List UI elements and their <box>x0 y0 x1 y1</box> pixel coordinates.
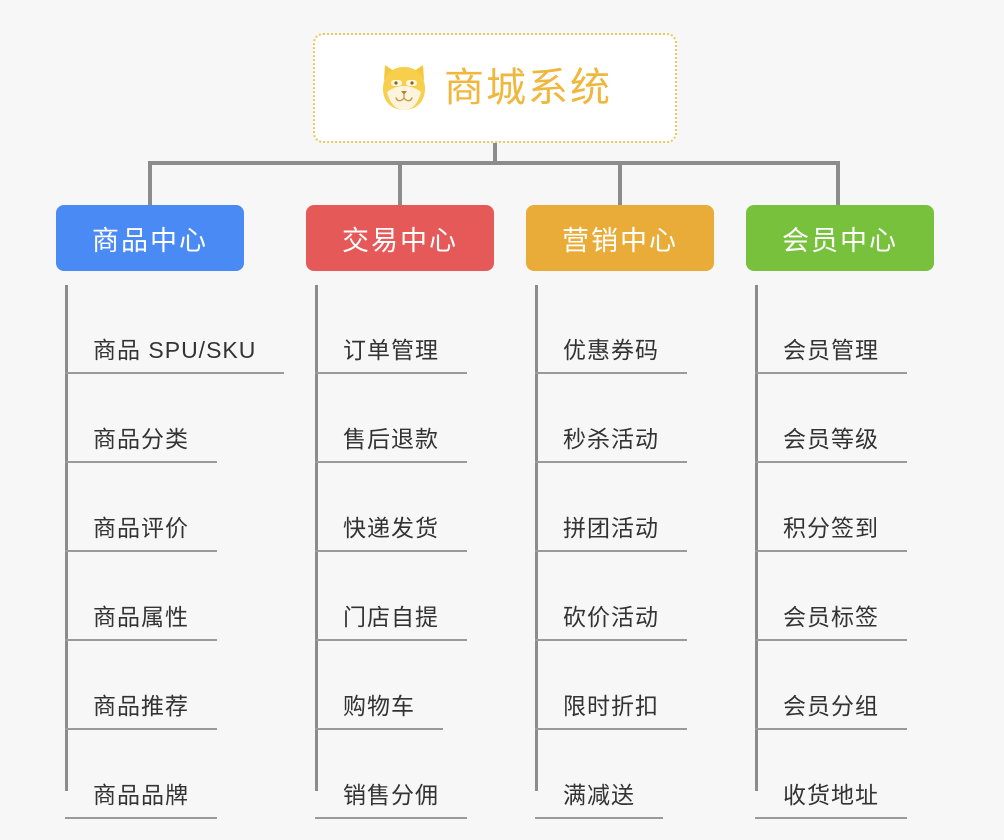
connector-drop-col-2 <box>618 161 622 207</box>
leaf-item[interactable]: 售后退款 <box>306 374 494 463</box>
leaf-list-trade: 订单管理 售后退款 快递发货 门店自提 购物车 销售分佣 <box>306 285 494 819</box>
leaf-item-label: 购物车 <box>315 687 443 730</box>
connector-root-stem <box>493 143 497 165</box>
leaf-item-label: 收货地址 <box>755 776 907 819</box>
category-header-label: 商品中心 <box>92 225 208 256</box>
leaf-item-label: 快递发货 <box>315 509 467 552</box>
branch-column-member: 会员中心 会员管理 会员等级 积分签到 会员标签 会员分组 收货地址 <box>746 205 934 819</box>
leaf-item-label: 会员等级 <box>755 420 907 463</box>
leaf-item[interactable]: 会员管理 <box>746 285 934 374</box>
leaf-item-label: 会员管理 <box>755 331 907 374</box>
category-header-member[interactable]: 会员中心 <box>746 205 934 271</box>
leaf-item-label: 售后退款 <box>315 420 467 463</box>
leaf-item[interactable]: 拼团活动 <box>526 463 714 552</box>
leaf-item[interactable]: 会员标签 <box>746 552 934 641</box>
shiba-dog-icon <box>378 62 430 114</box>
leaf-item[interactable]: 销售分佣 <box>306 730 494 819</box>
leaf-item-label: 商品分类 <box>65 420 217 463</box>
leaf-item[interactable]: 秒杀活动 <box>526 374 714 463</box>
leaf-item-label: 秒杀活动 <box>535 420 687 463</box>
leaf-item[interactable]: 商品品牌 <box>56 730 244 819</box>
category-header-label: 营销中心 <box>562 225 678 256</box>
connector-drop-col-0 <box>148 161 152 207</box>
leaf-item[interactable]: 积分签到 <box>746 463 934 552</box>
leaf-item[interactable]: 收货地址 <box>746 730 934 819</box>
leaf-item-label: 商品评价 <box>65 509 217 552</box>
leaf-item-label: 商品 SPU/SKU <box>65 331 285 374</box>
leaf-list-member: 会员管理 会员等级 积分签到 会员标签 会员分组 收货地址 <box>746 285 934 819</box>
branch-column-product: 商品中心 商品 SPU/SKU 商品分类 商品评价 商品属性 商品推荐 商品品牌 <box>56 205 285 819</box>
connector-spine-col-2 <box>535 285 538 791</box>
branch-column-trade: 交易中心 订单管理 售后退款 快递发货 门店自提 购物车 销售分佣 <box>306 205 494 819</box>
leaf-item[interactable]: 砍价活动 <box>526 552 714 641</box>
leaf-item[interactable]: 商品 SPU/SKU <box>56 285 285 374</box>
leaf-item-label: 订单管理 <box>315 331 467 374</box>
leaf-item-label: 商品属性 <box>65 598 217 641</box>
leaf-item-label: 积分签到 <box>755 509 907 552</box>
root-node-shop-system[interactable]: 商城系统 <box>313 33 677 143</box>
leaf-item[interactable]: 订单管理 <box>306 285 494 374</box>
leaf-item[interactable]: 满减送 <box>526 730 714 819</box>
leaf-item-label: 销售分佣 <box>315 776 467 819</box>
leaf-item[interactable]: 优惠券码 <box>526 285 714 374</box>
category-header-label: 交易中心 <box>342 225 458 256</box>
connector-horizontal-bus <box>148 161 840 165</box>
leaf-item[interactable]: 商品评价 <box>56 463 244 552</box>
leaf-item-label: 优惠券码 <box>535 331 687 374</box>
branch-column-marketing: 营销中心 优惠券码 秒杀活动 拼团活动 砍价活动 限时折扣 满减送 <box>526 205 714 819</box>
leaf-item[interactable]: 购物车 <box>306 641 494 730</box>
leaf-list-product: 商品 SPU/SKU 商品分类 商品评价 商品属性 商品推荐 商品品牌 <box>56 285 285 819</box>
leaf-item[interactable]: 限时折扣 <box>526 641 714 730</box>
leaf-item[interactable]: 快递发货 <box>306 463 494 552</box>
leaf-item[interactable]: 门店自提 <box>306 552 494 641</box>
category-header-trade[interactable]: 交易中心 <box>306 205 494 271</box>
leaf-item-label: 商品推荐 <box>65 687 217 730</box>
root-title: 商城系统 <box>444 66 612 110</box>
leaf-list-marketing: 优惠券码 秒杀活动 拼团活动 砍价活动 限时折扣 满减送 <box>526 285 714 819</box>
leaf-item[interactable]: 商品属性 <box>56 552 244 641</box>
category-header-product[interactable]: 商品中心 <box>56 205 244 271</box>
leaf-item-label: 满减送 <box>535 776 663 819</box>
category-header-label: 会员中心 <box>782 225 898 256</box>
leaf-item-label: 拼团活动 <box>535 509 687 552</box>
leaf-item[interactable]: 商品分类 <box>56 374 244 463</box>
connector-drop-col-1 <box>398 161 402 207</box>
leaf-item-label: 门店自提 <box>315 598 467 641</box>
connector-spine-col-0 <box>65 285 68 791</box>
leaf-item[interactable]: 会员等级 <box>746 374 934 463</box>
leaf-item-label: 限时折扣 <box>535 687 687 730</box>
leaf-item-label: 会员标签 <box>755 598 907 641</box>
connector-spine-col-1 <box>315 285 318 791</box>
leaf-item[interactable]: 会员分组 <box>746 641 934 730</box>
leaf-item[interactable]: 商品推荐 <box>56 641 244 730</box>
leaf-item-label: 砍价活动 <box>535 598 687 641</box>
leaf-item-label: 商品品牌 <box>65 776 217 819</box>
category-header-marketing[interactable]: 营销中心 <box>526 205 714 271</box>
connector-spine-col-3 <box>755 285 758 791</box>
connector-drop-col-3 <box>836 161 840 207</box>
leaf-item-label: 会员分组 <box>755 687 907 730</box>
